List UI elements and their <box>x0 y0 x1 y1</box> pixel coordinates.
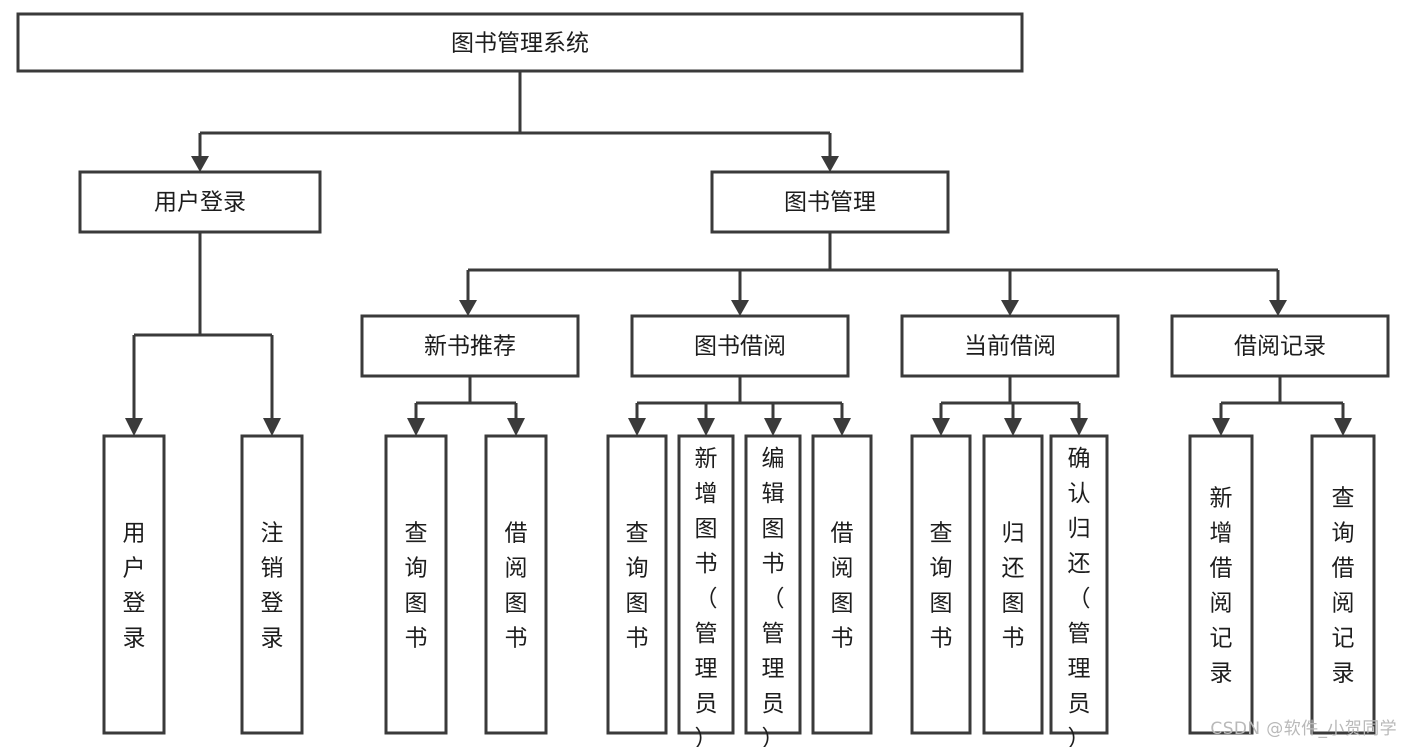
node-leaf-add-borrow-record[interactable]: 新增借阅记录 <box>1188 434 1254 735</box>
arrowhead-user-login <box>191 156 209 172</box>
node-leaf-user-login[interactable]: 用户登录 <box>102 434 166 735</box>
node-current-borrow[interactable]: 当前借阅 <box>900 314 1120 378</box>
arrowhead-leaf-confirm-return-admin <box>1070 418 1088 436</box>
node-leaf-query-borrow-record[interactable]: 查询借阅记录 <box>1310 434 1376 735</box>
node-current-borrow-label: 当前借阅 <box>964 334 1056 360</box>
node-leaf-user-login-label: 用户登录 <box>123 521 146 652</box>
node-leaf-query-borrow-record-label: 查询借阅记录 <box>1332 486 1355 687</box>
arrowhead-current-borrow <box>1001 300 1019 316</box>
node-book-manage[interactable]: 图书管理 <box>710 170 950 234</box>
arrowhead-leaf-query-borrow-record <box>1334 418 1352 436</box>
node-book-borrow[interactable]: 图书借阅 <box>630 314 850 378</box>
node-leaf-confirm-return-admin-box <box>1049 434 1109 735</box>
node-book-borrow-label: 图书借阅 <box>694 334 786 360</box>
arrowhead-leaf-query-book-borrow <box>628 418 646 436</box>
node-borrow-record[interactable]: 借阅记录 <box>1170 314 1390 378</box>
node-leaf-query-book-current-box <box>910 434 972 735</box>
arrowhead-leaf-user-login <box>125 418 143 436</box>
node-book-manage-label: 图书管理 <box>784 190 876 216</box>
connector-layer <box>125 71 1352 436</box>
node-leaf-query-book-recommend[interactable]: 查询图书 <box>384 434 448 735</box>
node-book-borrow-box <box>630 314 850 378</box>
node-user-login-label: 用户登录 <box>154 190 246 216</box>
node-leaf-user-logout-box <box>240 434 304 735</box>
node-leaf-edit-book-admin-label: 编辑图书（管理员） <box>762 446 785 747</box>
node-leaf-query-book-current-label: 查询图书 <box>930 521 953 652</box>
node-leaf-edit-book-admin-box <box>744 434 802 735</box>
node-leaf-borrow-book-borrow-box <box>811 434 873 735</box>
node-leaf-user-login-box <box>102 434 166 735</box>
node-leaf-query-book-borrow-label: 查询图书 <box>626 521 649 652</box>
node-leaf-query-book-recommend-label: 查询图书 <box>405 521 428 652</box>
arrowhead-leaf-query-book-current <box>932 418 950 436</box>
arrowhead-book-borrow <box>731 300 749 316</box>
node-leaf-user-logout-label: 注销登录 <box>261 521 284 652</box>
arrowhead-leaf-edit-book-admin <box>764 418 782 436</box>
node-leaf-return-book-label: 归还图书 <box>1002 521 1025 652</box>
node-leaf-query-book-recommend-box <box>384 434 448 735</box>
node-leaf-borrow-book-borrow-label: 借阅图书 <box>831 521 854 652</box>
node-leaf-add-book-admin[interactable]: 新增图书（管理员） <box>677 434 735 747</box>
arrowhead-leaf-return-book <box>1004 418 1022 436</box>
node-leaf-confirm-return-admin-label: 确认归还（管理员） <box>1068 446 1091 747</box>
arrowhead-leaf-borrow-book-recommend <box>507 418 525 436</box>
node-root-label: 图书管理系统 <box>451 31 589 57</box>
node-leaf-query-book-borrow-box <box>606 434 668 735</box>
node-leaf-return-book-box <box>982 434 1044 735</box>
arrowhead-leaf-user-logout <box>263 418 281 436</box>
arrowhead-leaf-borrow-book-borrow <box>833 418 851 436</box>
node-root[interactable]: 图书管理系统 <box>16 12 1024 73</box>
node-leaf-borrow-book-borrow[interactable]: 借阅图书 <box>811 434 873 735</box>
arrowhead-leaf-add-book-admin <box>697 418 715 436</box>
node-leaf-return-book[interactable]: 归还图书 <box>982 434 1044 735</box>
node-new-book-recommend-label: 新书推荐 <box>424 334 516 360</box>
node-user-login-box <box>78 170 322 234</box>
node-leaf-add-book-admin-label: 新增图书（管理员） <box>695 446 718 747</box>
arrowhead-leaf-query-book-recommend <box>407 418 425 436</box>
node-leaf-borrow-book-recommend-box <box>484 434 548 735</box>
node-book-manage-box <box>710 170 950 234</box>
node-leaf-user-logout[interactable]: 注销登录 <box>240 434 304 735</box>
node-root-box <box>16 12 1024 73</box>
node-leaf-edit-book-admin[interactable]: 编辑图书（管理员） <box>744 434 802 747</box>
arrowhead-new-book-recommend <box>459 300 477 316</box>
node-leaf-borrow-book-recommend[interactable]: 借阅图书 <box>484 434 548 735</box>
arrowhead-borrow-record <box>1269 300 1287 316</box>
arrowhead-book-manage <box>821 156 839 172</box>
node-leaf-query-book-borrow[interactable]: 查询图书 <box>606 434 668 735</box>
node-leaf-confirm-return-admin[interactable]: 确认归还（管理员） <box>1049 434 1109 747</box>
arrowhead-leaf-add-borrow-record <box>1212 418 1230 436</box>
node-leaf-borrow-book-recommend-label: 借阅图书 <box>505 521 528 652</box>
node-borrow-record-box <box>1170 314 1390 378</box>
node-user-login[interactable]: 用户登录 <box>78 170 322 234</box>
node-leaf-add-borrow-record-label: 新增借阅记录 <box>1210 486 1233 687</box>
node-leaf-query-book-current[interactable]: 查询图书 <box>910 434 972 735</box>
node-leaf-add-borrow-record-box <box>1188 434 1254 735</box>
node-new-book-recommend-box <box>360 314 580 378</box>
node-new-book-recommend[interactable]: 新书推荐 <box>360 314 580 378</box>
node-leaf-query-borrow-record-box <box>1310 434 1376 735</box>
node-leaf-add-book-admin-box <box>677 434 735 735</box>
node-current-borrow-box <box>900 314 1120 378</box>
node-borrow-record-label: 借阅记录 <box>1234 334 1326 360</box>
